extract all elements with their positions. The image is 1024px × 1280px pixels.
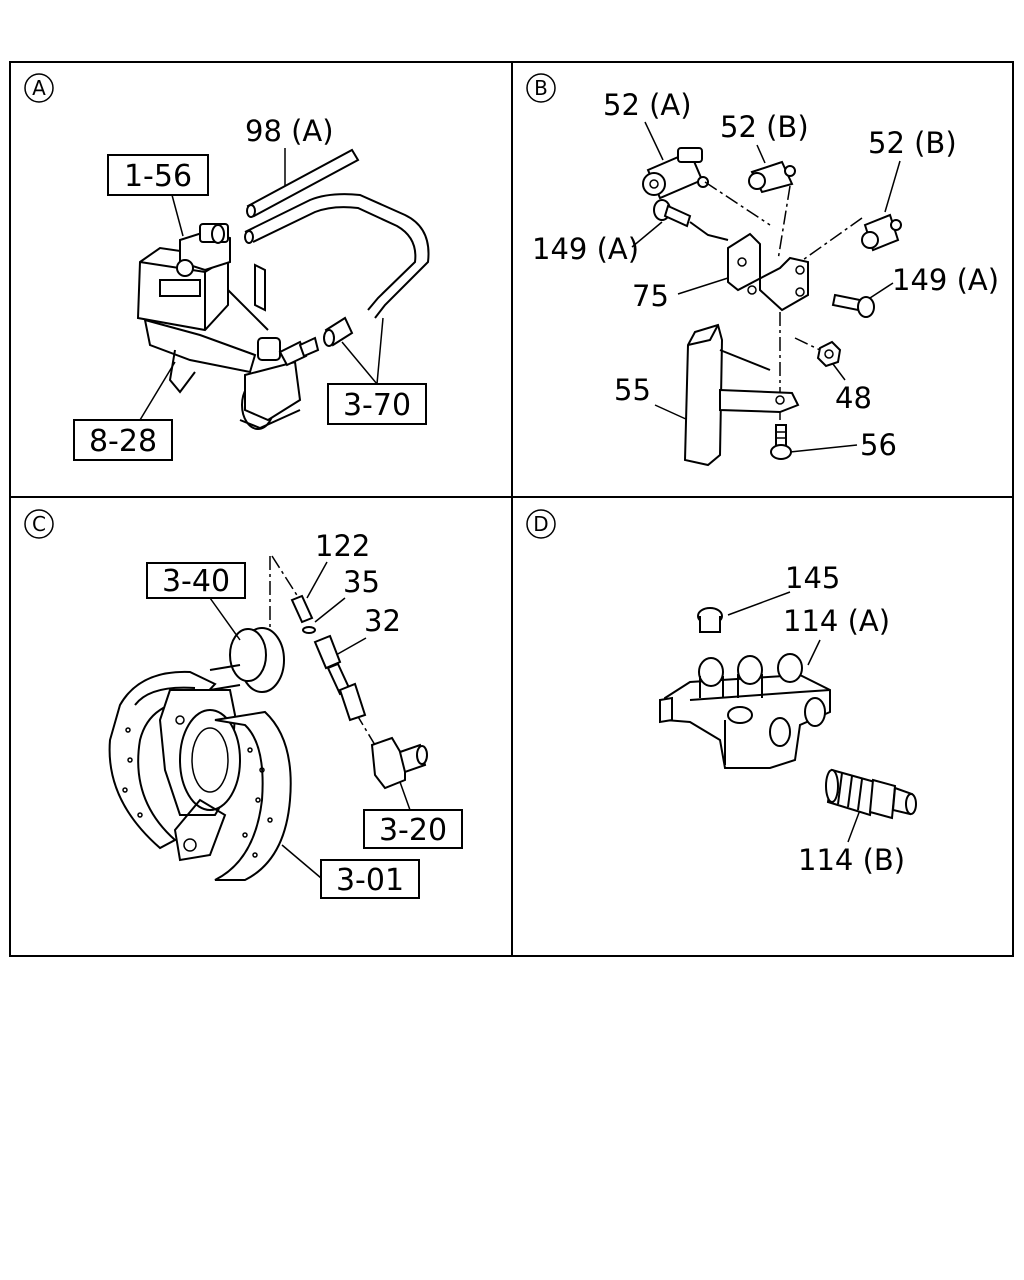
connector-3-70-drawing: [323, 316, 354, 347]
callout-145: 145: [785, 561, 840, 595]
panel-d: D 145 114 (A) 114 (B): [526, 509, 917, 877]
nut-48-drawing: [816, 340, 842, 368]
chamber-drawing: [239, 336, 320, 430]
oring-35-drawing: [302, 626, 316, 634]
svg-text:8-28: 8-28: [89, 424, 157, 459]
fitting-122-drawing: [290, 594, 314, 624]
callout-32: 32: [364, 604, 401, 638]
callout-122: 122: [315, 529, 370, 563]
bolt-149a-left-drawing: [653, 199, 692, 228]
svg-text:3-40: 3-40: [162, 564, 230, 599]
tee-52a-drawing: [642, 147, 709, 200]
bolt-149a-right-drawing: [831, 293, 875, 318]
callout-56: 56: [860, 428, 897, 462]
pipe-98a-drawing: [246, 148, 360, 218]
panel-b: B 52 (A) 52 (B) 52 (B) 149 (A) 149 (A) 7…: [526, 73, 999, 467]
panel-c: C 122 35 32: [24, 509, 463, 899]
callout-52b-right: 52 (B): [868, 126, 957, 160]
ref-box-1-56[interactable]: 1-56: [107, 154, 209, 196]
svg-text:C: C: [32, 512, 46, 536]
panel-c-marker: C: [24, 509, 54, 539]
panel-d-marker: D: [526, 509, 556, 539]
plug-145-drawing: [697, 607, 723, 633]
callout-52a: 52 (A): [603, 88, 692, 122]
callout-149a-right: 149 (A): [892, 263, 999, 297]
callout-55: 55: [614, 373, 651, 407]
callout-35: 35: [343, 565, 380, 599]
tee-52b-left-drawing: [748, 160, 796, 194]
elbow-3-20-drawing: [370, 736, 428, 790]
lever-55-drawing: [683, 323, 800, 467]
hose-32-drawing: [313, 634, 367, 722]
screw-56-drawing: [770, 424, 792, 460]
callout-98a: 98 (A): [245, 114, 334, 148]
ref-box-3-20[interactable]: 3-20: [363, 809, 463, 849]
bracket-75-drawing: [727, 232, 809, 312]
tee-52b-right-drawing: [861, 213, 902, 252]
svg-text:3-01: 3-01: [336, 863, 404, 898]
svg-text:D: D: [533, 512, 548, 536]
svg-text:B: B: [534, 76, 548, 100]
ref-box-3-40[interactable]: 3-40: [146, 562, 246, 599]
panel-b-marker: B: [526, 73, 556, 103]
valve-block-drawing: [659, 653, 831, 769]
ref-box-3-01[interactable]: 3-01: [320, 859, 420, 899]
ref-box-3-70[interactable]: 3-70: [327, 383, 427, 425]
brake-shoe-drawing: [108, 670, 292, 881]
callout-75: 75: [632, 279, 669, 313]
callout-149a-left: 149 (A): [532, 232, 639, 266]
brake-chamber-drawing: [209, 627, 285, 693]
callout-114a: 114 (A): [783, 604, 890, 638]
svg-text:3-70: 3-70: [343, 388, 411, 423]
svg-text:3-20: 3-20: [379, 813, 447, 848]
callout-48: 48: [835, 381, 872, 415]
panel-a-marker: A: [24, 73, 54, 103]
ref-box-8-28[interactable]: 8-28: [73, 419, 173, 461]
callout-114b: 114 (B): [798, 843, 905, 877]
valve-assembly-drawing: [136, 223, 269, 394]
callout-52b-left: 52 (B): [720, 110, 809, 144]
svg-text:A: A: [32, 76, 46, 100]
bent-pipe-drawing: [244, 193, 430, 319]
fitting-114b-drawing: [825, 768, 917, 820]
panel-a: A 98 (A): [24, 73, 430, 461]
panel-grid: [9, 61, 1014, 957]
svg-text:1-56: 1-56: [124, 159, 192, 194]
